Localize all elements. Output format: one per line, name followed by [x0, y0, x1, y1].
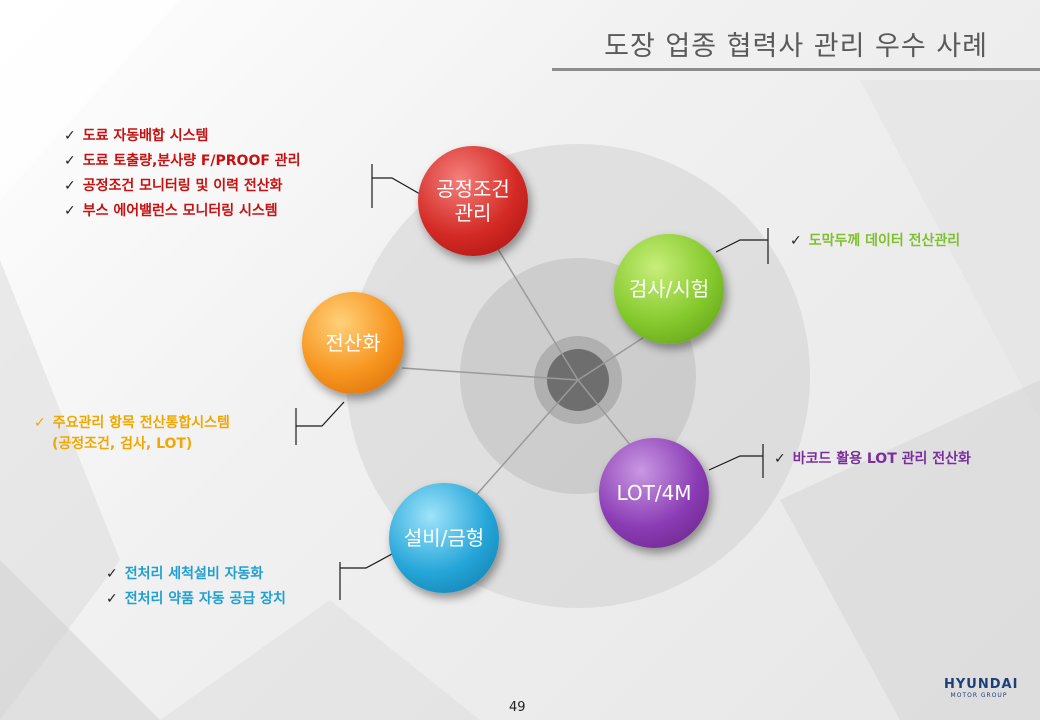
- callout-inspection: [715, 239, 768, 253]
- list-item: ✓ 전처리 약품 자동 공급 장치: [106, 587, 286, 612]
- list-item-text: 주요관리 항목 전산통합시스템: [52, 415, 230, 431]
- list-item: ✓ 바코드 활용 LOT 관리 전산화: [774, 447, 971, 472]
- node-process-line1: 공정조건: [436, 177, 510, 201]
- lot-item-list: ✓ 바코드 활용 LOT 관리 전산화: [774, 447, 971, 472]
- spoke-inspection: [577, 329, 656, 381]
- list-item: ✓ 공정조건 모니터링 및 이력 전산화: [64, 174, 301, 199]
- hyundai-logo: HYUNDAI MOTOR GROUP: [944, 677, 1019, 700]
- check-icon: ✓: [34, 415, 46, 431]
- check-icon: ✓: [64, 128, 76, 144]
- list-item-text: 부스 에어밸런스 모니터링 시스템: [82, 203, 278, 219]
- list-item: ✓ 도료 자동배합 시스템: [64, 124, 301, 149]
- page-title: 도장 업종 협력사 관리 우수 사례: [604, 31, 988, 62]
- list-item-text: 바코드 활용 LOT 관리 전산화: [792, 451, 971, 467]
- spoke-computerization: [401, 367, 579, 381]
- list-item-text: 전처리 세척설비 자동화: [124, 566, 264, 582]
- list-item: ✓ 도막두께 데이터 전산관리: [790, 229, 960, 254]
- node-equipment-mold: 설비/금형: [389, 483, 499, 593]
- logo-brand: HYUNDAI: [944, 677, 1019, 692]
- check-icon: ✓: [106, 591, 118, 607]
- list-item: ✓ 주요관리 항목 전산통합시스템: [34, 411, 230, 436]
- list-item-text: 도료 자동배합 시스템: [82, 128, 209, 144]
- callout-computerization: [296, 401, 345, 427]
- check-icon: ✓: [64, 153, 76, 169]
- spoke-equipment: [469, 379, 579, 503]
- node-lot-label: LOT/4M: [616, 481, 692, 505]
- node-computerization-label: 전산화: [325, 331, 381, 355]
- list-item-text: 도막두께 데이터 전산관리: [808, 233, 961, 249]
- node-inspection-test: 검사/시험: [614, 234, 724, 344]
- logo-sub: MOTOR GROUP: [950, 692, 1008, 699]
- node-process-management: 공정조건 관리: [418, 146, 528, 256]
- node-equipment-label: 설비/금형: [403, 526, 485, 550]
- check-icon: ✓: [64, 178, 76, 194]
- node-computerization: 전산화: [302, 292, 404, 394]
- process-item-list: ✓ 도료 자동배합 시스템 ✓ 도료 토출량,분사량 F/PROOF 관리 ✓ 공정조…: [64, 124, 301, 224]
- inspection-item-list: ✓ 도막두께 데이터 전산관리: [790, 229, 960, 254]
- node-process-line2: 관리: [454, 201, 492, 225]
- callout-equipment: [340, 553, 393, 569]
- check-icon: ✓: [106, 566, 118, 582]
- check-icon: ✓: [64, 203, 76, 219]
- node-inspection-label: 검사/시험: [628, 277, 710, 301]
- computerization-item-list: ✓ 주요관리 항목 전산통합시스템: [34, 411, 230, 436]
- node-lot-4m: LOT/4M: [599, 438, 709, 548]
- page-number: 49: [509, 700, 526, 715]
- callout-lot: [708, 455, 763, 471]
- list-item: ✓ 도료 토출량,분사량 F/PROOF 관리: [64, 149, 301, 174]
- title-underline: [552, 68, 1040, 71]
- equipment-item-list: ✓ 전처리 세척설비 자동화 ✓ 전처리 약품 자동 공급 장치: [106, 562, 286, 612]
- check-icon: ✓: [790, 233, 802, 249]
- list-item: ✓ 부스 에어밸런스 모니터링 시스템: [64, 199, 301, 224]
- callout-process: [372, 177, 421, 195]
- list-item-text: 공정조건 모니터링 및 이력 전산화: [82, 178, 283, 194]
- list-item-text: 도료 토출량,분사량 F/PROOF 관리: [82, 153, 301, 169]
- list-item: ✓ 전처리 세척설비 자동화: [106, 562, 286, 587]
- spoke-process: [492, 240, 579, 381]
- check-icon: ✓: [774, 451, 786, 467]
- list-item-text: 전처리 약품 자동 공급 장치: [124, 591, 286, 607]
- computerization-sub-text: (공정조건, 검사, LOT): [52, 436, 193, 452]
